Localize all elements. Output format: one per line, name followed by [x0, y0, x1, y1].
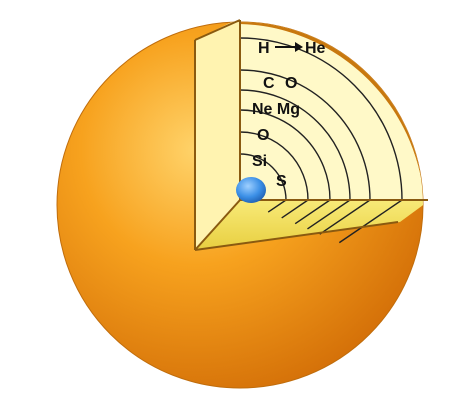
label-helium: He: [305, 40, 326, 57]
label-sulfur: S: [276, 173, 287, 190]
label-silicon: Si: [252, 153, 267, 170]
label-carbon-oxygen: C O: [263, 75, 297, 92]
iron-core: [236, 177, 266, 203]
label-neon-magnesium: Ne Mg: [252, 101, 300, 118]
label-oxygen: O: [257, 127, 269, 144]
label-hydrogen: H: [258, 40, 270, 57]
